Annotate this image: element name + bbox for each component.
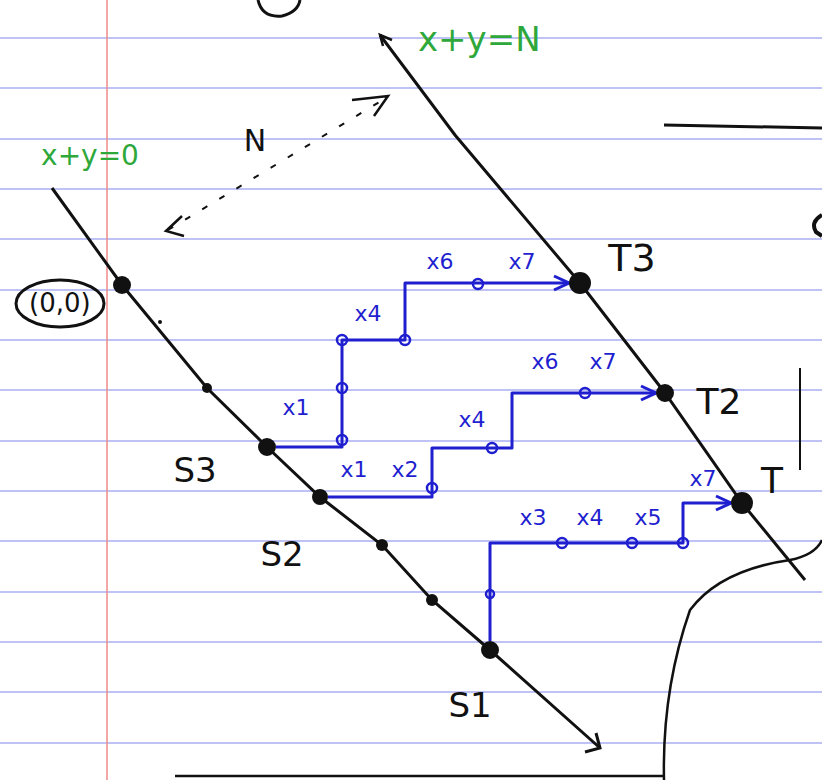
step-label: x3 [519, 506, 546, 530]
step-label: x2 [391, 458, 418, 482]
step-label: x7 [589, 350, 616, 374]
distance-text: N [244, 124, 266, 157]
point-label: S3 [173, 452, 216, 489]
distance-arrowhead [352, 96, 388, 116]
point-dot [657, 385, 673, 401]
lattice-point: S2 [312, 489, 328, 505]
step-variable: x7 [689, 467, 716, 491]
scribble [664, 540, 822, 780]
antidiagonal-line [380, 35, 805, 580]
step-label: x6 [531, 350, 558, 374]
step-label: x6 [426, 250, 453, 274]
distance-arrowhead [166, 216, 184, 236]
lattice-path [490, 503, 731, 641]
step-label: x5 [634, 506, 661, 530]
line-equation: x+y=0 [41, 141, 139, 172]
step-variable: x4 [458, 408, 485, 432]
origin-circle: (0,0) [14, 278, 106, 329]
point-label: T2 [697, 382, 742, 422]
step-label: x1 [282, 396, 309, 420]
ruled-lines [0, 38, 822, 743]
point-dot [732, 493, 752, 513]
step-variable: x4 [576, 506, 603, 530]
step-label: x4 [458, 408, 485, 432]
point-label: T [761, 461, 783, 501]
ruled-line [0, 742, 822, 744]
lattice-dot [158, 320, 162, 324]
lattice-point: T2 [656, 384, 674, 402]
distance-label: N [244, 124, 266, 157]
lattice-point: T [731, 492, 753, 514]
point-dot [570, 273, 590, 293]
lattice-path [328, 393, 656, 497]
lattice-point: T3 [569, 272, 591, 294]
ruled-line [0, 540, 822, 542]
ruled-line [0, 591, 822, 593]
ruled-line [0, 87, 822, 89]
point-label: S1 [448, 687, 491, 724]
step-label: x4 [576, 506, 603, 530]
ruled-line [0, 238, 822, 240]
step-variable: x3 [519, 506, 546, 530]
point-dot [569, 272, 591, 294]
point-dot [656, 384, 674, 402]
equation-text: x+y=N [418, 21, 541, 58]
point-label: T3 [608, 238, 655, 280]
point-dot [481, 641, 499, 659]
point-dot [731, 492, 753, 514]
step-label: x7 [689, 467, 716, 491]
step-variable: x5 [634, 506, 661, 530]
step-variable: x6 [426, 250, 453, 274]
point-dot [482, 642, 498, 658]
ruled-line [0, 641, 822, 643]
origin-dot [113, 276, 131, 294]
step-variable: x1 [340, 458, 367, 482]
scribble [664, 125, 822, 128]
step-variable: x6 [531, 350, 558, 374]
step-variable: x4 [354, 302, 381, 326]
point-label: S2 [260, 536, 303, 573]
lattice-dot [426, 594, 438, 606]
circle-outline [16, 280, 104, 327]
lattice-dot [202, 383, 212, 393]
margin-line [106, 0, 108, 780]
origin-label: (0,0) [29, 289, 91, 318]
step-label: x7 [508, 250, 535, 274]
line-arrowhead [585, 733, 600, 752]
lattice-path [276, 283, 569, 447]
line-equation: x+y=N [418, 21, 541, 58]
step-label: x4 [354, 302, 381, 326]
scribble [380, 35, 392, 46]
lattice-dot [376, 539, 388, 551]
scribble [258, 0, 300, 16]
point-dot [259, 439, 275, 455]
ruled-line [0, 138, 822, 140]
equation-text: x+y=0 [41, 141, 139, 172]
scribble [799, 368, 801, 470]
antidiagonal-line [52, 188, 600, 748]
ruled-line [0, 691, 822, 693]
step-label: x1 [340, 458, 367, 482]
step-variable: x7 [508, 250, 535, 274]
ruled-line [0, 188, 822, 190]
ruled-line [0, 37, 822, 39]
step-variable: x1 [282, 396, 309, 420]
step-variable: x2 [391, 458, 418, 482]
step-variable: x7 [589, 350, 616, 374]
point-dot [313, 490, 327, 504]
point-dot [312, 489, 328, 505]
scribble [814, 215, 822, 236]
scribble [175, 775, 664, 778]
lattice-point: S1 [481, 641, 499, 659]
point-dot [258, 438, 276, 456]
distance-arrow [168, 98, 386, 230]
lattice-point: S3 [258, 438, 276, 456]
